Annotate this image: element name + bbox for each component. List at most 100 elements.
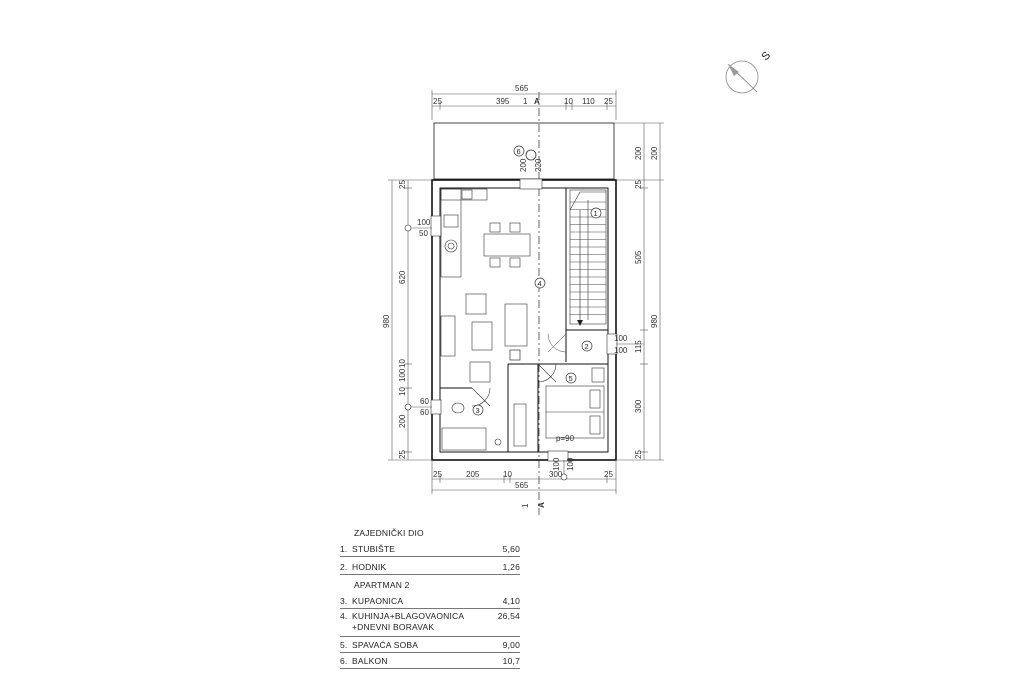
- coffee-table-icon: [471, 321, 493, 351]
- compass-label: S: [759, 49, 773, 63]
- dim-left-part: 25: [398, 180, 407, 189]
- legend-area: 5,60: [502, 544, 520, 554]
- living-room: [440, 293, 528, 383]
- legend-name: HODNIK: [352, 562, 387, 572]
- dim-bottom-part: 25: [433, 470, 442, 479]
- dim-left-part: 200: [398, 414, 407, 428]
- dining-table: [483, 233, 531, 257]
- interior-walls: [440, 188, 608, 452]
- dim-top-part: 25: [433, 97, 442, 106]
- door-corridor: [547, 333, 567, 353]
- chair-icon: [509, 257, 521, 268]
- room-number-4: 4: [538, 279, 542, 288]
- balcony-door-opening: [519, 178, 543, 190]
- dim-left-part: 10: [398, 387, 407, 396]
- legend-area: 10,7: [502, 656, 520, 666]
- kitchen-counter-top: [440, 188, 488, 201]
- legend-row: 1. STUBIŠTE 5,60: [340, 542, 520, 557]
- room-number-3: 3: [476, 406, 480, 415]
- dim-window-left: 100: [417, 218, 431, 227]
- armchair-icon: [469, 361, 491, 383]
- chair-icon: [509, 222, 521, 233]
- compass-arrow-icon: [728, 64, 739, 76]
- dim-right-outer-top: 200: [650, 146, 659, 160]
- window-marker: [404, 224, 412, 232]
- pillow-icon: [589, 415, 601, 435]
- sofa-icon: [504, 303, 528, 347]
- dim-left-part: 25: [398, 450, 407, 459]
- dining-set: [483, 222, 531, 268]
- room-marker-1: [590, 207, 602, 219]
- compass: S: [725, 49, 773, 94]
- pillow-icon: [589, 389, 601, 409]
- dim-window-left-2: 60: [420, 397, 429, 406]
- balcony-marker: [525, 149, 537, 161]
- fridge-icon: [461, 189, 473, 200]
- door-bedroom: [537, 363, 557, 383]
- dim-bottom-part: 25: [604, 470, 613, 479]
- dim-balcony-door: 220: [534, 158, 543, 172]
- room-marker-2: [581, 340, 593, 352]
- legend-name-2: +DNEVNI BORAVAK: [352, 622, 435, 632]
- section-mark-top: 1: [523, 97, 528, 106]
- legend-area: 9,00: [502, 640, 520, 650]
- sink-bathroom-icon: [494, 438, 502, 446]
- stair-turn: [569, 191, 606, 211]
- dim-top-part: 10: [564, 97, 573, 106]
- dim-balcony-door: 200: [519, 158, 528, 172]
- dim-right-total: 980: [650, 314, 659, 328]
- stove-icon: [444, 239, 458, 253]
- legend-num: 6.: [340, 656, 348, 666]
- windows: [430, 178, 618, 462]
- legend-row: 2. HODNIK 1,26: [340, 560, 520, 575]
- staircase: [569, 189, 607, 325]
- dim-bottom-part: 10: [503, 470, 512, 479]
- dim-window-right: 100: [614, 334, 628, 343]
- legend-row: 3. KUPAONICA 4,10: [340, 594, 520, 609]
- tv-unit-icon: [440, 315, 456, 357]
- legend-area: 1,26: [502, 562, 520, 572]
- shower-icon: [513, 403, 527, 447]
- legend-row: 6. BALKON 10,7: [340, 654, 520, 669]
- dim-right-part: 25: [634, 450, 643, 459]
- dim-left-part: 620: [398, 270, 407, 284]
- window-left: [430, 215, 442, 237]
- legend-num: 2.: [340, 562, 348, 572]
- right-dimensions: [614, 122, 664, 461]
- dim-bottom-total: 565: [515, 481, 529, 490]
- legend-row: 5. SPAVAĆA SOBA 9,00: [340, 638, 520, 653]
- sink-icon: [443, 214, 459, 228]
- dim-window-right: 100: [614, 346, 628, 355]
- stair-box: [569, 189, 607, 325]
- room-number-5: 5: [569, 374, 573, 383]
- stove-icon: [447, 242, 455, 250]
- outer-walls: [431, 179, 617, 461]
- nightstand-icon: [591, 367, 605, 383]
- door-bathroom: [471, 387, 491, 407]
- room-number-2: 2: [585, 342, 589, 351]
- chimney-icon: [509, 349, 521, 361]
- armchair-icon: [465, 293, 487, 315]
- kitchen-counter: [440, 188, 462, 278]
- dim-left-part: 100: [398, 368, 407, 382]
- legend-num: 1.: [340, 544, 348, 554]
- window-marker: [560, 473, 568, 481]
- legend-name: KUHINJA+BLAGOVAONICA: [352, 611, 465, 621]
- legend-num: 3.: [340, 596, 348, 606]
- door-width-label: p=90: [556, 434, 575, 443]
- room-marker-6: [513, 145, 525, 157]
- room-marker-3: [472, 404, 484, 416]
- dim-top-part: 395: [496, 97, 510, 106]
- chair-icon: [489, 257, 501, 268]
- legend-title-common: ZAJEDNIČKI DIO: [354, 528, 424, 538]
- legend-num: 5.: [340, 640, 348, 650]
- section-letter-top: A: [534, 97, 540, 106]
- dim-top-part: 25: [604, 97, 613, 106]
- section-letter-bottom: A: [537, 502, 546, 508]
- chair-icon: [489, 222, 501, 233]
- stair-arrow-icon: [577, 320, 583, 326]
- window-bottom: [547, 450, 569, 462]
- bedroom: [537, 363, 605, 439]
- dim-top-total: 565: [515, 84, 529, 93]
- legend-area: 4,10: [502, 596, 520, 606]
